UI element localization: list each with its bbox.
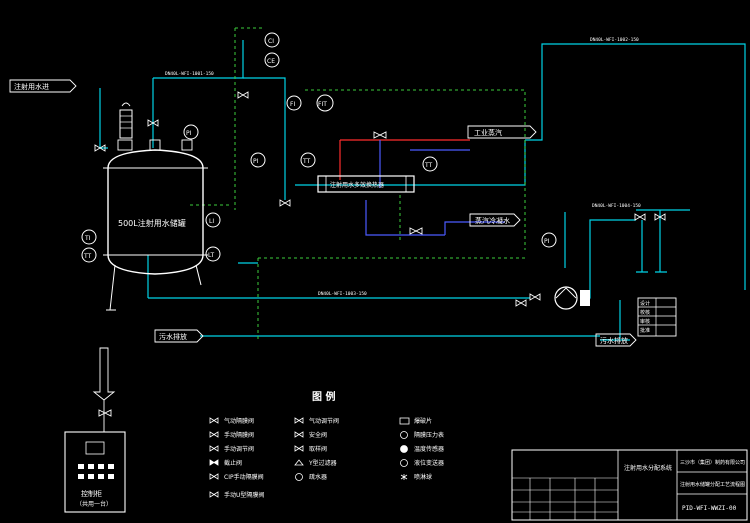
svg-text:LI: LI: [209, 218, 214, 225]
pi-right-gauge: PI: [541, 232, 557, 248]
svg-text:蒸汽冷凝水: 蒸汽冷凝水: [475, 216, 510, 225]
svg-text:TT: TT: [83, 253, 92, 260]
svg-text:取样阀: 取样阀: [309, 445, 327, 453]
instrument-lines: [190, 27, 526, 340]
tank-label: 500L注射用水储罐: [118, 218, 186, 228]
svg-text:控制柜: 控制柜: [81, 489, 102, 498]
svg-text:工业蒸汽: 工业蒸汽: [474, 128, 502, 137]
svg-text:CE: CE: [267, 58, 275, 65]
svg-text:TI: TI: [84, 235, 91, 242]
svg-text:安全阀: 安全阀: [309, 431, 327, 439]
tt-left-bubble: TT: [81, 247, 97, 263]
svg-text:DN40L-WFI-1001-150: DN40L-WFI-1001-150: [165, 71, 214, 77]
svg-text:CI: CI: [268, 38, 274, 45]
svg-text:疏水器: 疏水器: [309, 473, 327, 481]
instrument-bubbles: PI PI PI TT TI LT LI CI: [81, 32, 557, 263]
spec-table: 设计 校核 审核 批准: [637, 297, 677, 337]
svg-text:PI: PI: [544, 238, 550, 245]
pi-top-gauge: PI: [183, 124, 199, 140]
svg-text:注射用水多效换热器: 注射用水多效换热器: [330, 181, 384, 189]
svg-text:DN40L-WFI-1004-150: DN40L-WFI-1004-150: [592, 203, 641, 209]
svg-text:截止阀: 截止阀: [224, 459, 242, 467]
water-inlet-tag: 注射用水进: [9, 79, 77, 93]
svg-text:手动U型隔膜阀: 手动U型隔膜阀: [224, 491, 264, 499]
svg-text:DN40L-WFI-1002-150: DN40L-WFI-1002-150: [590, 37, 639, 43]
title-block: 注射用水分配系统 三沙市（集团）制药有限公司 注射用水储罐分配工艺流程图 PID…: [511, 449, 748, 521]
vent-filter: [119, 102, 133, 139]
svg-text:校核: 校核: [640, 309, 650, 316]
heat-exchanger: 注射用水多效换热器: [317, 175, 415, 193]
svg-text:注射用水分配系统: 注射用水分配系统: [624, 464, 672, 472]
legend-title: 图 例: [312, 390, 335, 403]
circulation-pump: [554, 286, 590, 310]
svg-text:注射用水进: 注射用水进: [14, 82, 49, 91]
legend-col1: 气动隔膜阀 手动隔膜阀 手动调节阀 截止阀 CIP手动隔膜阀 手动U型隔膜阀: [209, 417, 264, 499]
utility-lines: [339, 139, 505, 236]
tt-mid-bubble: TT: [300, 152, 316, 168]
svg-text:CIP手动隔膜阀: CIP手动隔膜阀: [224, 473, 264, 481]
svg-text:TT: TT: [302, 158, 311, 165]
ci-bubble: CI: [264, 32, 280, 48]
pi-mid-gauge: PI: [250, 152, 266, 168]
svg-text:TT: TT: [424, 162, 433, 169]
wfi-piping: [99, 40, 746, 341]
valves: [94, 91, 666, 417]
svg-text:批准: 批准: [640, 327, 650, 334]
steam-inlet-tag: 工业蒸汽: [467, 125, 537, 139]
svg-text:液位变送器: 液位变送器: [414, 459, 444, 467]
svg-text:审核: 审核: [640, 318, 650, 325]
ce-bubble: CE: [264, 52, 280, 68]
svg-text:注射用水储罐分配工艺流程图: 注射用水储罐分配工艺流程图: [680, 481, 745, 488]
li-bubble: LI: [205, 212, 221, 228]
svg-text:PID-WFI-WWZI-00: PID-WFI-WWZI-00: [682, 505, 737, 512]
pipe-labels: DN40L-WFI-1001-150 DN40L-WFI-1002-150 DN…: [165, 37, 641, 297]
svg-text:设计: 设计: [640, 300, 650, 307]
svg-text:PI: PI: [253, 158, 259, 165]
svg-text:Y型过滤器: Y型过滤器: [308, 459, 337, 467]
svg-text:FI: FI: [290, 101, 295, 108]
control-cabinet: 控制柜 （共用一台）: [64, 347, 126, 513]
tt-right-bubble: TT: [422, 156, 438, 172]
svg-text:三沙市（集团）制药有限公司: 三沙市（集团）制药有限公司: [680, 459, 745, 466]
svg-text:污水排放: 污水排放: [600, 336, 628, 345]
svg-text:气动隔膜阀: 气动隔膜阀: [224, 417, 254, 425]
svg-text:LT: LT: [208, 252, 215, 259]
svg-text:温度传感器: 温度传感器: [414, 445, 444, 453]
svg-text:气动调节阀: 气动调节阀: [309, 417, 339, 425]
svg-text:手动隔膜阀: 手动隔膜阀: [224, 431, 254, 439]
legend: 图 例 气动隔膜阀 手动隔膜阀 手动调节阀 截止阀 CIP手动隔膜阀 手动U型隔…: [209, 390, 444, 499]
drain-right-tag: 污水排放: [595, 333, 637, 347]
svg-text:手动调节阀: 手动调节阀: [224, 445, 254, 453]
svg-text:隔膜压力表: 隔膜压力表: [414, 431, 444, 439]
svg-text:PI: PI: [186, 130, 192, 137]
legend-col2: 气动调节阀 安全阀 取样阀 Y型过滤器 疏水器: [294, 417, 339, 481]
ti-left-bubble: TI: [81, 229, 97, 245]
svg-text:污水排放: 污水排放: [159, 332, 187, 341]
svg-text:喷淋球: 喷淋球: [414, 473, 432, 481]
svg-text:（共用一台）: （共用一台）: [76, 500, 112, 508]
legend-col3: 爆破片 隔膜压力表 温度传感器 液位变送器 喷淋球: [399, 417, 444, 481]
fi-mid-bubble: FI: [286, 95, 302, 111]
svg-text:DN40L-WFI-1003-150: DN40L-WFI-1003-150: [318, 291, 367, 297]
svg-text:FIT: FIT: [318, 101, 327, 108]
svg-text:爆破片: 爆破片: [414, 417, 432, 425]
lt-bubble: LT: [205, 246, 221, 262]
condensate-outlet-tag: 蒸汽冷凝水: [469, 213, 521, 227]
fit-bubble: FIT: [316, 94, 334, 112]
storage-tank: 500L注射用水储罐: [103, 139, 208, 311]
drain-left-tag: 污水排放: [154, 329, 204, 343]
